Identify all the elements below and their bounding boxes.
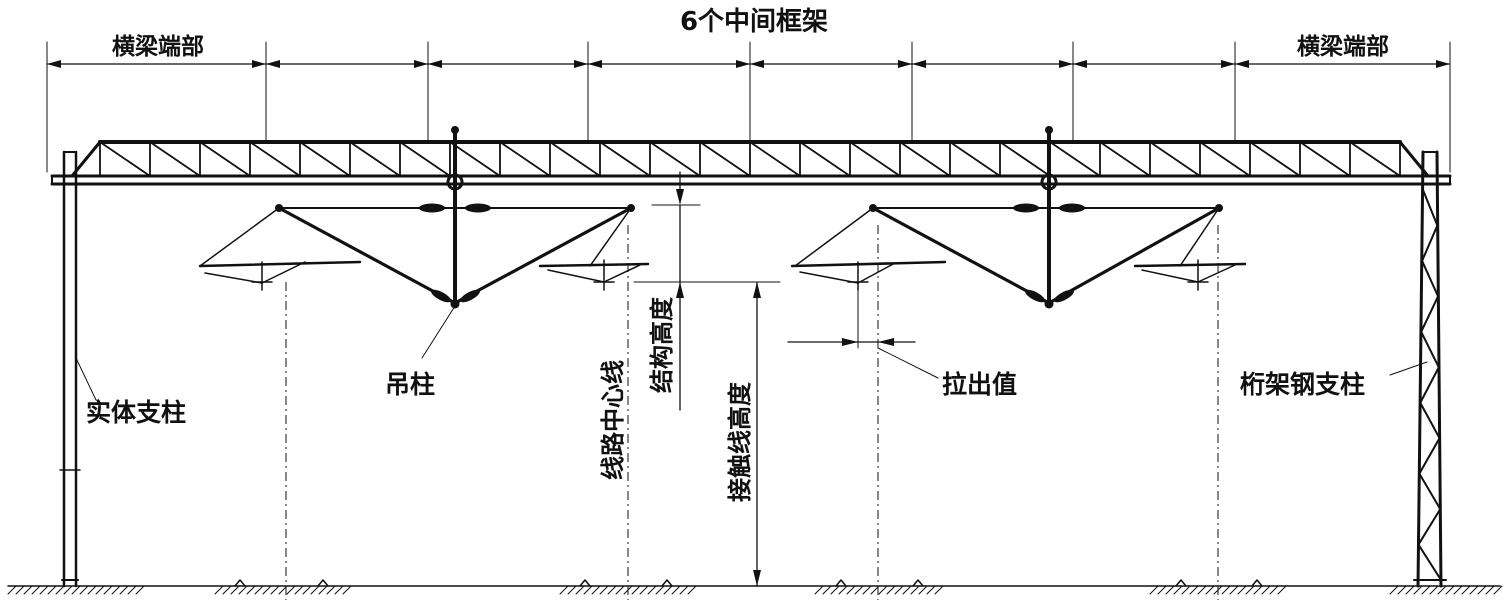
truss-steel-pole xyxy=(1413,150,1447,588)
contact-wire-height-dimension xyxy=(753,281,761,587)
structure-height-label: 结构高度 xyxy=(648,296,676,393)
ground-and-rails xyxy=(7,579,1503,595)
middle-frames-label: 6个中间框架 xyxy=(680,7,828,37)
leader-lines xyxy=(75,305,1428,401)
hanging-post-label: 吊柱 xyxy=(385,370,435,399)
truss-steel-pole-label: 桁架钢支柱 xyxy=(1240,370,1365,399)
left-cantilever-assembly xyxy=(198,126,650,309)
stagger-dimension xyxy=(787,289,916,349)
beam-end-left-label: 横梁端部 xyxy=(112,33,204,60)
track-centerlines xyxy=(285,225,1219,600)
solid-pole-label: 实体支柱 xyxy=(86,398,186,427)
frame-dimension-line xyxy=(46,41,1451,173)
gantry-truss-beam xyxy=(50,140,1452,186)
beam-end-right-label: 横梁端部 xyxy=(1297,33,1389,60)
structure-height-dimension xyxy=(633,171,781,411)
track-centerline-label: 线路中心线 xyxy=(599,360,627,480)
stagger-label: 拉出值 xyxy=(942,370,1017,399)
right-cantilever-assembly xyxy=(790,126,1247,309)
contact-wire-height-label: 接触线高度 xyxy=(726,381,754,502)
solid-pole xyxy=(59,150,81,588)
